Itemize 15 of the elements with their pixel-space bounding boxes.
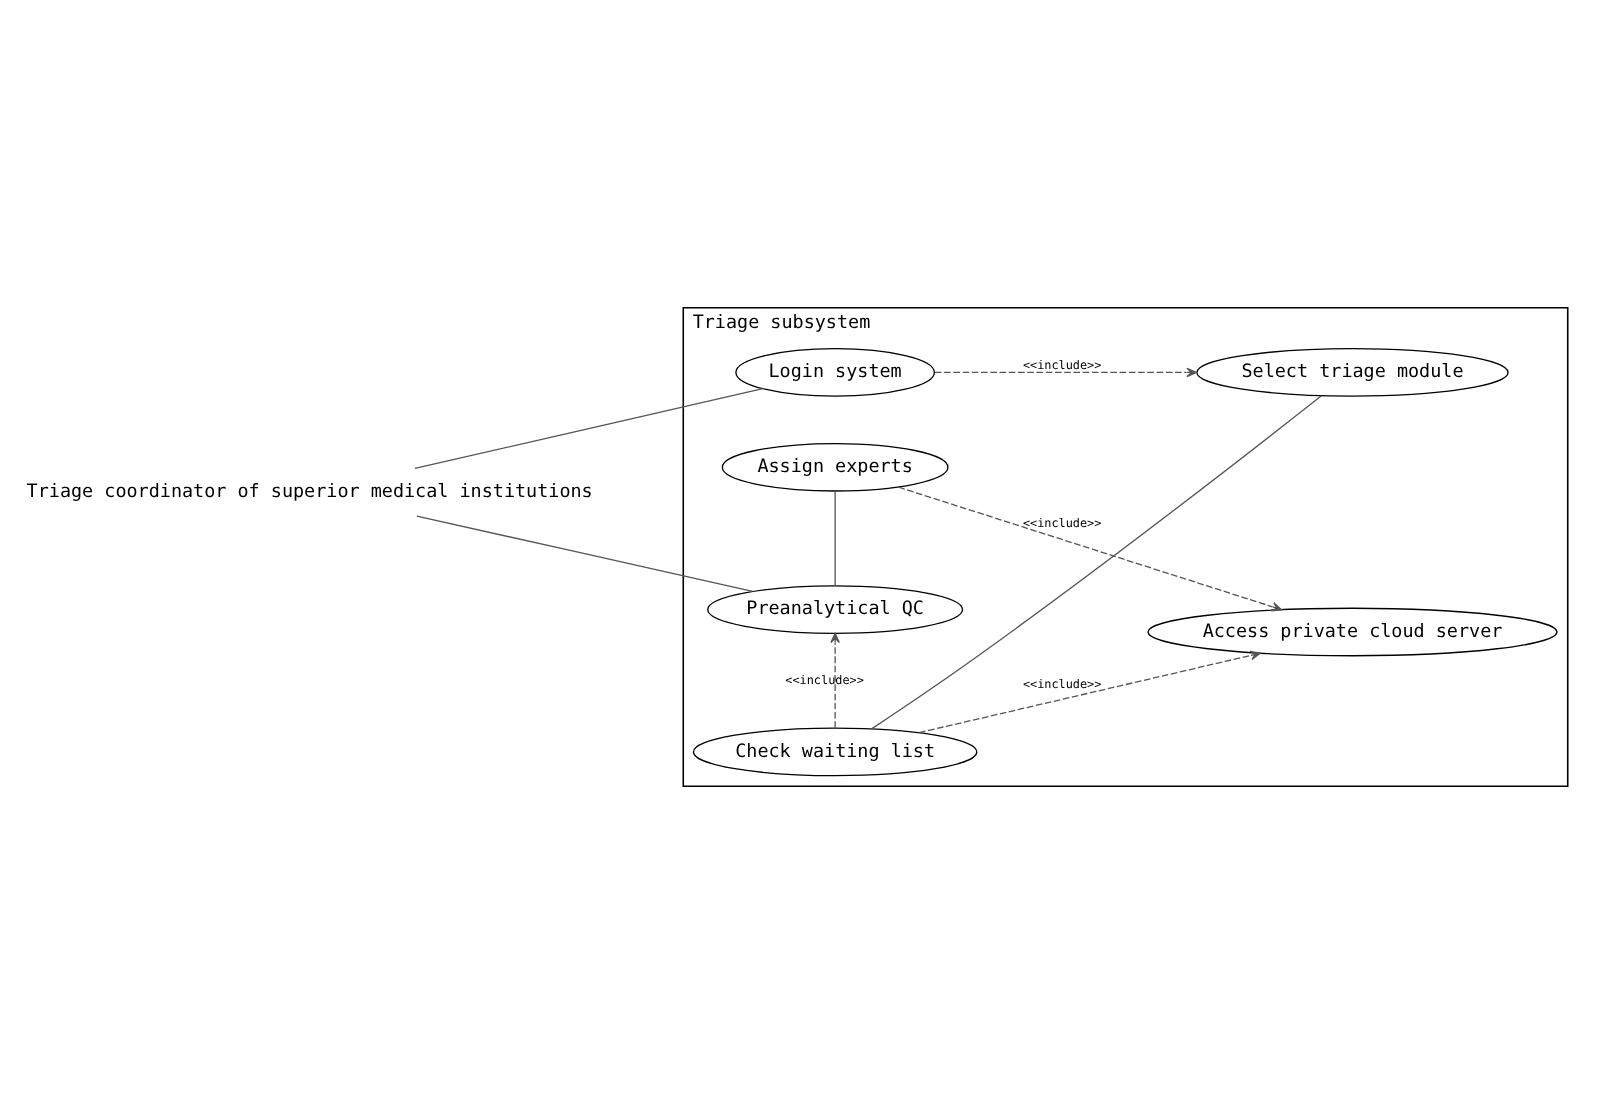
connector bbox=[416, 515, 754, 593]
arrow bbox=[918, 650, 1261, 734]
arrow bbox=[897, 486, 1283, 612]
connector bbox=[871, 395, 1323, 730]
node-ellipse: Assign experts bbox=[721, 442, 949, 492]
node-ellipse: Access private cloud server bbox=[1147, 607, 1558, 657]
connector bbox=[414, 388, 764, 470]
node-ellipse: Preanalytical QC bbox=[707, 585, 964, 634]
node-ellipse: Check waiting list bbox=[692, 727, 978, 777]
node-text: Triage coordinator of superior medical institutions bbox=[26, 481, 593, 504]
node-ellipse: Select triage module bbox=[1196, 348, 1509, 397]
arrow bbox=[830, 632, 840, 729]
arrow bbox=[934, 367, 1197, 378]
node-ellipse: Login system bbox=[735, 348, 935, 397]
connector bbox=[834, 490, 836, 587]
